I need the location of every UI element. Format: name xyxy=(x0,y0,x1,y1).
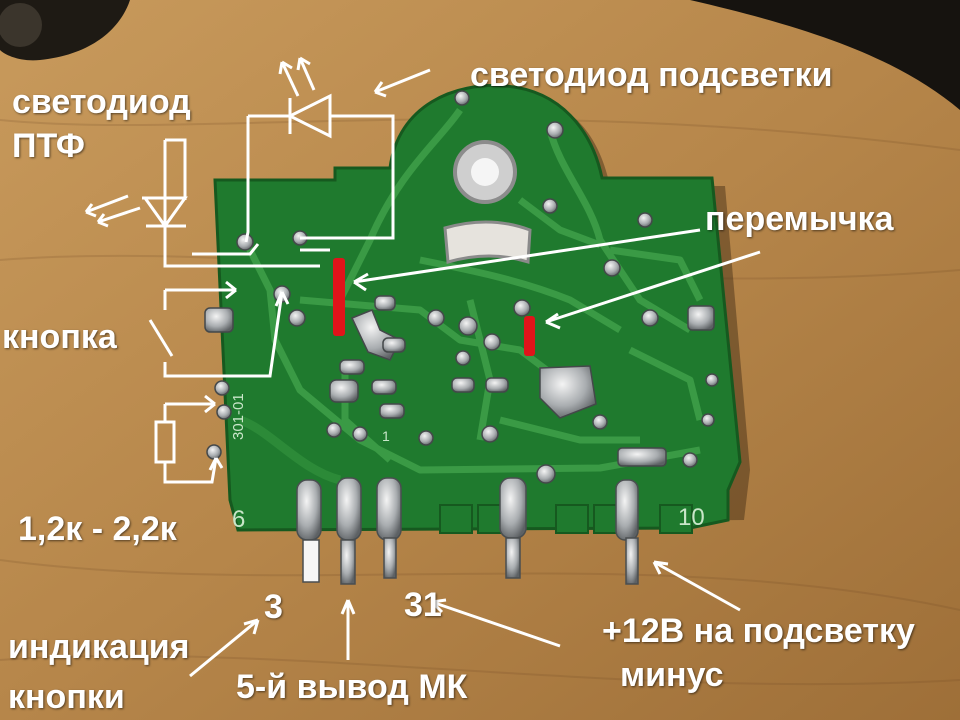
pcb-edge-number-left: 6 xyxy=(232,506,246,533)
label-led-ptf: светодиод ПТФ xyxy=(12,83,191,165)
schematic-led-backlight xyxy=(244,56,431,243)
label-led-backlight: светодиод подсветки xyxy=(470,56,833,94)
label-pin-3: 3 xyxy=(264,588,283,626)
label-button: кнопка xyxy=(2,318,117,356)
pcb-silk-code: 301-01 xyxy=(230,393,247,440)
schematic-led-ptf xyxy=(84,138,330,268)
label-pin-31: 31 xyxy=(404,586,442,624)
jumper-arrows xyxy=(353,228,761,330)
pin-arrows xyxy=(189,560,741,678)
schematic-button xyxy=(148,280,290,378)
pcb-traces xyxy=(241,108,704,474)
dark-object-top-right xyxy=(690,0,960,110)
connector-pins xyxy=(296,477,639,585)
schematic-resistor xyxy=(154,394,224,484)
label-button-indication: индикация кнопки xyxy=(8,628,190,716)
pcb-silk-one: 1 xyxy=(382,428,390,444)
jumper-wire-left xyxy=(333,258,345,336)
label-minus: минус xyxy=(620,656,724,694)
slot-hole xyxy=(443,220,532,265)
solder-pads xyxy=(204,90,719,484)
label-plus-12v: +12В на подсветку xyxy=(602,612,915,650)
jumper-wire-right xyxy=(524,316,535,356)
label-jumper: перемычка xyxy=(705,200,894,238)
label-mk-pin-5: 5-й вывод МК xyxy=(236,668,468,706)
pcb-edge-number-right: 10 xyxy=(678,504,705,531)
label-resistor: 1,2к - 2,2к xyxy=(18,510,177,548)
